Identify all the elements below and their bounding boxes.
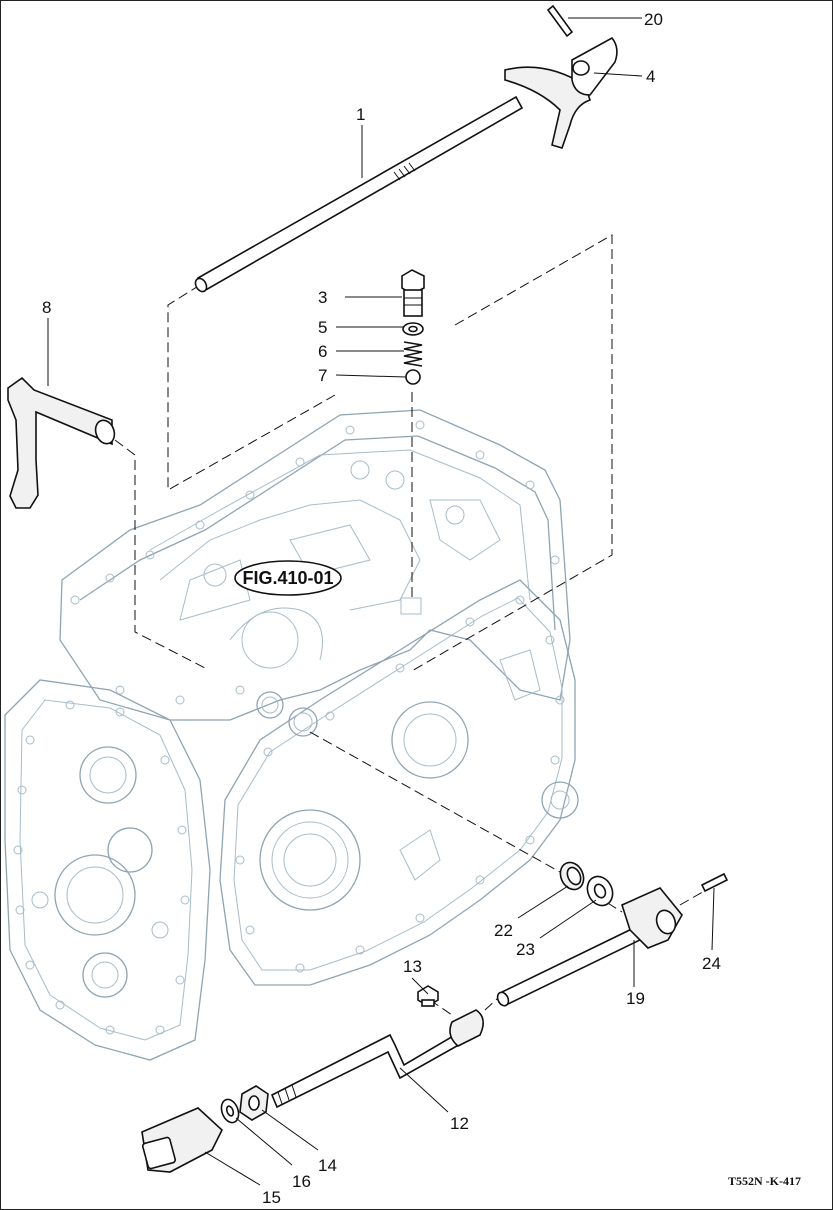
- detent-spring: [403, 341, 423, 367]
- drawing-code: T552N -K-417: [728, 1174, 801, 1188]
- oil-seal: [559, 861, 585, 891]
- callout-15: 15: [262, 1188, 281, 1207]
- lower-washer: [220, 1098, 240, 1124]
- lever-arm: [496, 887, 683, 1007]
- callout-16: 16: [292, 1172, 311, 1191]
- callout-13: 13: [403, 957, 422, 976]
- figure-reference-badge: FIG.410-01: [234, 560, 342, 596]
- shift-rod: [194, 95, 524, 293]
- callout-leaders: [47, 17, 715, 1186]
- control-rod: [270, 1009, 484, 1109]
- callout-3: 3: [318, 288, 327, 307]
- callout-14: 14: [318, 1156, 337, 1175]
- thrust-washer: [586, 875, 614, 907]
- callout-22: 22: [494, 921, 513, 940]
- callout-20: 20: [644, 10, 663, 29]
- transmission-housing-outline: [4, 409, 579, 1061]
- callout-24: 24: [702, 954, 721, 973]
- callout-23: 23: [516, 940, 535, 959]
- shift-lever: [7, 376, 116, 509]
- callout-labels: 1 3 4 5 6 7 8 12 13 14 15 16 19 20 22 23…: [42, 10, 721, 1207]
- callout-4: 4: [646, 67, 655, 86]
- callout-7: 7: [318, 366, 327, 385]
- callout-1: 1: [356, 105, 365, 124]
- callout-19: 19: [626, 989, 645, 1008]
- lock-bolt: [417, 985, 439, 1007]
- callout-5: 5: [318, 318, 327, 337]
- spring-pin-lower: [700, 872, 729, 893]
- detent-washer: [402, 322, 424, 336]
- assembly-guide-lines: [114, 234, 707, 1016]
- detent-bolt: [401, 269, 425, 317]
- spring-pin-upper: [546, 4, 574, 38]
- callout-12: 12: [450, 1114, 469, 1133]
- figure-reference-label: FIG.410-01: [242, 568, 333, 588]
- callout-6: 6: [318, 342, 327, 361]
- control-knob: [141, 1107, 223, 1173]
- callout-8: 8: [42, 298, 51, 317]
- lock-nut: [239, 1085, 269, 1121]
- shift-fork-upper: [504, 36, 618, 149]
- detent-ball: [405, 369, 421, 385]
